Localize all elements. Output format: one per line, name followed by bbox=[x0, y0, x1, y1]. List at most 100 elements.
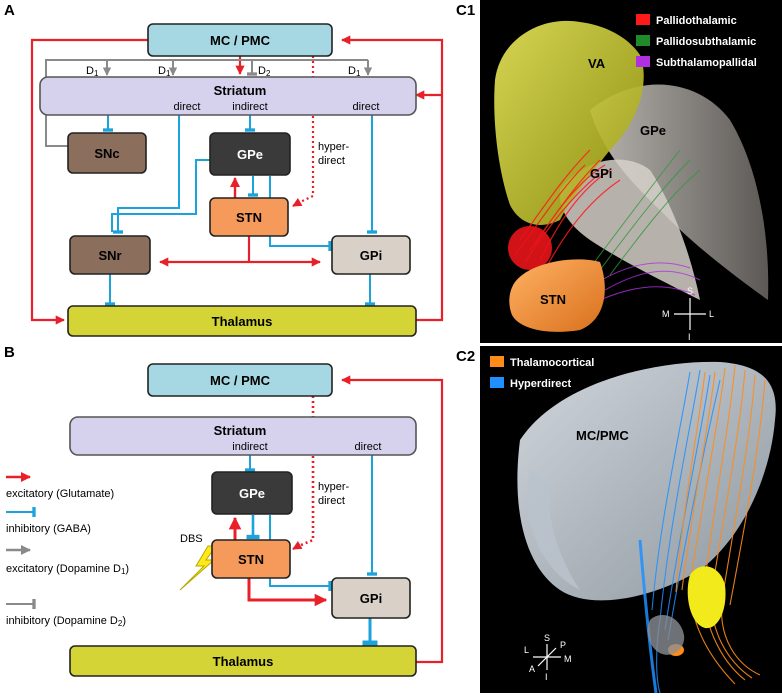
c1-legend-swatch-3 bbox=[636, 56, 650, 67]
a-d2-label: D2 bbox=[258, 65, 271, 78]
c2-gpi-shape bbox=[647, 615, 685, 655]
a-d1-label-3: D1 bbox=[348, 65, 361, 78]
a-hyperdirect-head bbox=[292, 197, 303, 207]
a-mc-label: MC / PMC bbox=[210, 33, 271, 48]
panel-label-c1: C1 bbox=[456, 2, 475, 19]
c2-orientation-compass bbox=[533, 644, 561, 670]
c1-gpi-label: GPi bbox=[590, 166, 612, 181]
c2-compass-a: A bbox=[529, 664, 535, 674]
a-indirect-label: indirect bbox=[232, 101, 267, 113]
c2-compass-l: L bbox=[524, 645, 529, 655]
a-gpi-label: GPi bbox=[360, 248, 382, 263]
legend-inhibitory-d2-label: inhibitory (Dopamine D2) bbox=[6, 615, 126, 628]
b-thalamus-box bbox=[69, 645, 417, 677]
panel-a-boxes: MC / PMC Striatum direct indirect direct… bbox=[39, 23, 417, 337]
legend-excitatory-d1-label: excitatory (Dopamine D1) bbox=[6, 563, 129, 576]
a-direct-label-1: direct bbox=[174, 101, 201, 113]
b-striatum-label: Striatum bbox=[214, 423, 267, 438]
c1-legend-swatch-2 bbox=[636, 35, 650, 46]
c2-compass-i: I bbox=[545, 672, 548, 682]
b-excite-stn-gpi bbox=[247, 578, 328, 607]
a-inhibit-gpe-snr bbox=[111, 159, 210, 232]
c2-mcpmc-label: MC/PMC bbox=[576, 428, 629, 443]
c2-legend-label-2: Hyperdirect bbox=[510, 378, 571, 390]
a-thalamus-label: Thalamus bbox=[212, 314, 273, 329]
a-inhibit-striatum-snr bbox=[113, 115, 180, 234]
a-thalamus-box bbox=[67, 305, 417, 337]
a-hyper-label: hyper- bbox=[318, 141, 350, 153]
b-direct-label: direct bbox=[355, 441, 382, 453]
panel-b-connections bbox=[179, 375, 444, 664]
panel-label-a: A bbox=[4, 2, 15, 19]
legend: excitatory (Glutamate) inhibitory (GABA)… bbox=[6, 471, 129, 628]
b-stn-label: STN bbox=[238, 552, 264, 567]
a-snr-label: SNr bbox=[98, 248, 121, 263]
legend-excitatory-glu-label: excitatory (Glutamate) bbox=[6, 488, 114, 500]
a-mc-box bbox=[147, 23, 333, 57]
c2-cortex-fold bbox=[527, 470, 580, 590]
c2-legend-swatch-1 bbox=[490, 356, 504, 367]
panel-label-b: B bbox=[4, 344, 15, 361]
b-gpi-box bbox=[331, 577, 411, 619]
a-gpi-box bbox=[331, 235, 411, 275]
c1-compass-i: I bbox=[688, 332, 691, 342]
legend-inhibitory-gaba-label: inhibitory (GABA) bbox=[6, 523, 91, 535]
a-stn-label: STN bbox=[236, 210, 262, 225]
c2-hyperdirect-fibers bbox=[638, 369, 721, 694]
c1-legend-label-1: Pallidothalamic bbox=[656, 15, 737, 27]
b-hyper-label: hyper- bbox=[318, 481, 350, 493]
b-mc-box bbox=[147, 363, 333, 397]
a-direct-hyper-label: direct bbox=[318, 155, 345, 167]
dbs-label: DBS bbox=[180, 533, 203, 545]
c1-va-shape bbox=[494, 20, 644, 226]
panel-label-c2: C2 bbox=[456, 348, 475, 365]
b-thalamus-label: Thalamus bbox=[213, 654, 274, 669]
a-gpe-label: GPe bbox=[237, 147, 263, 162]
c1-legend-label-2: Pallidosubthalamic bbox=[656, 36, 756, 48]
c1-stn-label: STN bbox=[540, 292, 566, 307]
c2-thalamocortical-fibers bbox=[675, 364, 766, 685]
a-direct-label-2: direct bbox=[353, 101, 380, 113]
b-arrow-thalamus-to-mc bbox=[341, 375, 444, 664]
dbs-lightning-icon bbox=[179, 545, 217, 591]
a-arrow-thalamus-to-mc bbox=[341, 35, 444, 322]
c2-thalamus-shape bbox=[687, 566, 726, 629]
b-indirect-label: indirect bbox=[232, 441, 267, 453]
a-striatum-label: Striatum bbox=[214, 83, 267, 98]
b-direct-hyper-label: direct bbox=[318, 495, 345, 507]
c1-gpe-shape bbox=[590, 84, 769, 301]
a-stn-box bbox=[209, 197, 289, 237]
b-hyperdirect-head bbox=[292, 540, 303, 550]
c1-render: Pallidothalamic Pallidosubthalamic Subth… bbox=[480, 0, 782, 343]
c1-compass-m: M bbox=[662, 309, 670, 319]
c2-render: Thalamocortical Hyperdirect MC/PMC S I L… bbox=[480, 346, 782, 694]
panel-b-boxes: MC / PMC Striatum indirect direct GPe ST… bbox=[69, 363, 417, 677]
a-snc-box bbox=[67, 132, 147, 174]
a-snc-label: SNc bbox=[94, 146, 119, 161]
c2-compass-p: P bbox=[560, 640, 566, 650]
a-d1-label-2: D1 bbox=[158, 65, 171, 78]
c1-orientation-compass bbox=[674, 298, 706, 330]
b-stn-box bbox=[211, 539, 291, 579]
c1-va-label: VA bbox=[588, 56, 606, 71]
b-mc-label: MC / PMC bbox=[210, 373, 271, 388]
c1-legend-label-3: Subthalamopallidal bbox=[656, 57, 757, 69]
a-arrow-mc-to-thalamus bbox=[30, 38, 148, 325]
b-striatum-box bbox=[69, 416, 417, 456]
c2-legend-swatch-2 bbox=[490, 377, 504, 388]
b-gpe-box bbox=[211, 471, 293, 515]
b-gpi-label: GPi bbox=[360, 591, 382, 606]
b-gpe-label: GPe bbox=[239, 486, 265, 501]
c1-compass-s: S bbox=[687, 286, 693, 296]
a-striatum-box bbox=[39, 76, 417, 116]
c1-gpe-label: GPe bbox=[640, 123, 666, 138]
c2-legend-label-1: Thalamocortical bbox=[510, 357, 594, 369]
a-snr-box bbox=[69, 235, 151, 275]
c1-legend-swatch-1 bbox=[636, 14, 650, 25]
a-d1-label-1: D1 bbox=[86, 65, 99, 78]
c1-pallidosubthalamic-fibers bbox=[589, 149, 701, 276]
c1-stn-shape bbox=[509, 259, 605, 332]
c1-subthalamopallidal-fibers bbox=[597, 262, 701, 301]
c2-compass-s: S bbox=[544, 633, 550, 643]
